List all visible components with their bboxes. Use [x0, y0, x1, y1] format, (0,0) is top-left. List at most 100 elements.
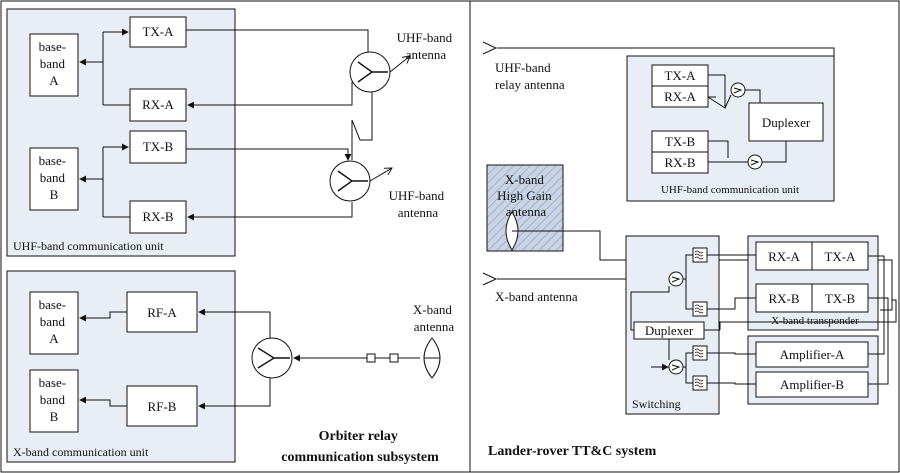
lander-uhf-circulator-b — [747, 154, 763, 170]
high-gain-antenna-label: X-band High Gain antenna — [497, 172, 555, 219]
lander-uhf-circulator-b-symbol — [750, 159, 760, 166]
orbiter-uhf-unit: base- band A base- band B TX-A RX-A TX-B… — [6, 8, 456, 257]
orbiter-rf-a-label: RF-A — [147, 305, 177, 320]
orbiter-circ1-to-rx-a — [187, 82, 353, 109]
uhf-antenna-1-icon — [389, 56, 410, 73]
filter-1-symbol — [694, 250, 704, 260]
lander-uhf-tx-a-label: TX-A — [664, 68, 696, 83]
orbiter-tx-b-to-circ2 — [186, 148, 352, 161]
amplifier-a-label: Amplifier-A — [780, 347, 845, 362]
filter2-to-rx-b — [707, 297, 756, 310]
orbiter-rx-b-label: RX-B — [142, 209, 173, 224]
orbiter-rf-b-label: RF-B — [148, 399, 177, 414]
lander-uhf-a-wiring — [707, 74, 726, 109]
filter3-to-amp-a — [707, 352, 756, 355]
waveguide-joint-1 — [366, 353, 376, 363]
amplifier-b-label: Amplifier-B — [780, 377, 844, 392]
orbiter-tx-a-to-circ1 — [186, 29, 372, 59]
orbiter-circulator-2-symbol — [337, 170, 368, 192]
x-transponder-title: X-band transponder — [771, 315, 859, 327]
orbiter-baseband-b-box — [29, 147, 79, 211]
x-transponder-tx-a-label: TX-A — [824, 249, 856, 264]
orbiter-rx-a-label: RX-A — [142, 97, 174, 112]
orbiter-x-circulator — [251, 337, 293, 379]
orbiter-baseband-a-label: base- band A — [39, 39, 70, 88]
orbiter-x-circulator-symbol — [257, 347, 290, 369]
orbiter-circ-to-rf-b — [198, 376, 271, 410]
lander-x-section: X-band antenna Switching Duplexer RX-A — [482, 235, 897, 415]
orbiter-x-baseband-b-label: base- band B — [39, 375, 70, 424]
lander-uhf-a-cross — [724, 94, 732, 109]
switching-circulator-top — [668, 271, 684, 287]
filter-2-symbol — [694, 304, 704, 314]
x-transponder-rx-b-label: RX-B — [768, 291, 799, 306]
orbiter-tx-a-box — [129, 16, 187, 48]
orbiter-baseband-a-box — [29, 33, 79, 97]
filter-4-symbol — [694, 378, 704, 388]
amplifier-b-box — [755, 371, 869, 398]
orbiter-uhf-antenna-1-label: UHF-band antenna — [397, 30, 456, 62]
orbiter-baseband-b-label: base- band B — [39, 153, 70, 202]
orbiter-uhf-antenna-2-label: UHF-band antenna — [389, 188, 448, 220]
switching-circulator-top-symbol — [671, 276, 681, 283]
high-gain-feed-line — [512, 230, 893, 311]
orbiter-x-unit-title: X-band communication unit — [13, 445, 149, 459]
orbiter-cross-cable — [351, 90, 373, 160]
orbiter-circ-to-rf-a — [198, 308, 271, 340]
x-transponder-rx-a-label: RX-A — [768, 249, 800, 264]
lander-uhf-relay-antenna-label: UHF-band relay antenna — [495, 60, 565, 92]
x-band-antenna-icon — [482, 272, 498, 286]
orbiter-x-unit: base- band A base- band B RF-A RF-B X-ba… — [6, 270, 455, 463]
orbiter-bb-tx-rx-bus — [102, 147, 130, 218]
lander-x-antenna-label: X-band antenna — [495, 289, 578, 304]
lander-uhf-section: UHF-band relay antenna TX-A RX-A TX-B RX… — [482, 41, 835, 202]
orbiter-x-antenna-label: X-band antenna — [413, 302, 455, 334]
orbiter-tx-b-label: TX-B — [143, 139, 174, 154]
lander-uhf-duplexer-box — [748, 102, 824, 142]
lander-uhf-circulator-a — [730, 82, 746, 98]
x-transponder-tx-b-label: TX-B — [825, 291, 856, 306]
tx-a-to-amp-a — [868, 255, 885, 355]
orbiter-rf-a-to-bb-arrow — [79, 311, 127, 322]
orbiter-x-baseband-a-label: base- band A — [39, 297, 70, 346]
high-gain-antenna-panel — [486, 164, 564, 252]
lander-uhf-rx-a-label: RX-A — [664, 89, 696, 104]
uhf-relay-antenna-icon — [482, 41, 498, 55]
switching-circulator-bottom — [668, 359, 684, 375]
uhf-antenna-2-icon — [369, 168, 392, 182]
filter-3-symbol — [694, 348, 704, 358]
tx-b-to-amp-b — [868, 297, 889, 385]
lander-uhf-b-wiring — [708, 140, 748, 163]
waveguide-joint-2 — [389, 353, 399, 363]
orbiter-circulator-1-symbol — [357, 61, 388, 83]
orbiter-uhf-unit-title: UHF-band communication unit — [13, 239, 164, 253]
orbiter-x-baseband-a-box — [29, 291, 79, 355]
lander-uhf-tx-b-label: TX-B — [665, 134, 696, 149]
lander-uhf-duplexer-label: Duplexer — [762, 115, 811, 130]
orbiter-circ2-to-rx-b — [187, 202, 353, 221]
lander-uhf-circ-b-to-duplexer — [762, 141, 787, 163]
lander-uhf-circ-a-to-duplexer — [745, 89, 761, 103]
orbiter-rf-b-to-bb-arrow — [79, 396, 127, 407]
switching-duplexer-label: Duplexer — [645, 323, 694, 338]
switching-bottom-wiring — [683, 352, 693, 384]
switching-title: Switching — [632, 397, 681, 411]
switching-top-wiring — [683, 254, 693, 310]
x-transponder-tx-b-box — [811, 283, 869, 313]
lander-caption: Lander-rover TT&C system — [488, 444, 657, 459]
switching-circulator-bottom-symbol — [671, 364, 681, 371]
orbiter-caption: Orbiter relay communication subsystem — [281, 429, 439, 465]
duplexer-to-high-gain — [719, 299, 897, 330]
orbiter-tx-b-box — [129, 130, 187, 164]
orbiter-tx-a-label: TX-A — [142, 24, 174, 39]
filter4-to-amp-b — [707, 382, 756, 385]
x-transponder-tx-a-box — [811, 241, 869, 271]
lander-uhf-rx-b-label: RX-B — [664, 155, 695, 170]
switching-to-duplexer — [630, 286, 670, 331]
lander-uhf-circulator-a-symbol — [733, 87, 743, 94]
lander-high-gain-section: X-band High Gain antenna — [486, 164, 893, 311]
lander-uhf-unit-title: UHF-band communication unit — [661, 184, 799, 196]
orbiter-x-baseband-b-box — [29, 369, 79, 433]
